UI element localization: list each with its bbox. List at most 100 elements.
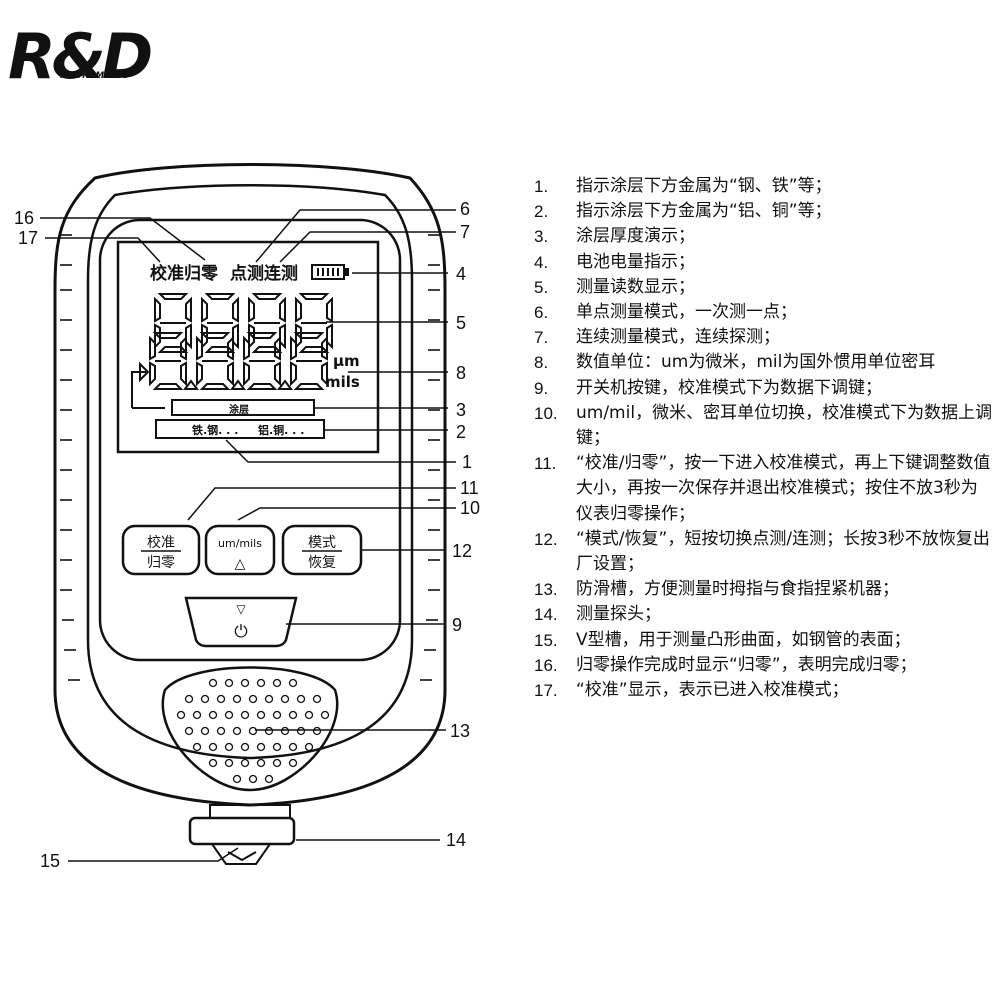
mode-button-top-label: 模式 xyxy=(308,535,336,551)
callout-6: 6 xyxy=(460,199,470,219)
grip-dot xyxy=(208,758,218,768)
legend-number: 15. xyxy=(534,630,558,650)
mode-reset-button[interactable]: 模式 恢复 xyxy=(281,524,363,576)
legend-item: 14.测量探头； xyxy=(534,602,994,627)
up-triangle-icon: △ xyxy=(235,556,246,572)
lcd-arrow-indicator xyxy=(131,361,165,409)
legend-text: 归零操作完成时显示“归零”，表明完成归零； xyxy=(576,654,917,675)
grip-dot xyxy=(272,758,282,768)
legend-text: 测量读数显示； xyxy=(576,276,695,297)
lcd-unit-um: μm xyxy=(333,352,360,370)
battery-indicator xyxy=(311,264,349,280)
leader-lines xyxy=(40,209,456,862)
grip-dot xyxy=(208,742,218,752)
unit-button-label: um/mils xyxy=(218,537,262,550)
seven-segment-digit xyxy=(243,332,281,390)
callout-12: 12 xyxy=(452,541,472,561)
grip-dot xyxy=(240,678,250,688)
legend-item: 8. 数值单位：um为微米，mil为国外惯用单位密耳 xyxy=(534,350,994,375)
grip-dot xyxy=(184,694,194,704)
legend-number: 3. xyxy=(534,227,549,247)
seven-segment-digit xyxy=(149,332,187,390)
grip-dot xyxy=(312,694,322,704)
legend-number: 8. xyxy=(534,353,549,373)
grip-dot xyxy=(224,758,234,768)
grip-dot xyxy=(304,710,314,720)
callout-14: 14 xyxy=(446,830,466,850)
callout-3: 3 xyxy=(456,400,466,420)
logo-mark: R&D xyxy=(8,20,151,93)
cal-button-bottom-label: 归零 xyxy=(147,554,175,571)
legend-list: 1. 指示涂层下方金属为“钢、铁”等； 2. 指示涂层下方金属为“铝、铜”等； 3. 涂层… xyxy=(534,174,994,703)
grip-dot xyxy=(272,710,282,720)
legend-item: 10.um/mil，微米、密耳单位切换，校准模式下为数据上调键； xyxy=(534,401,994,451)
lcd-metal-box xyxy=(155,419,325,439)
legend-text: 涂层厚度演示； xyxy=(576,226,695,247)
grip-dot xyxy=(280,694,290,704)
legend-item: 2. 指示涂层下方金属为“铝、铜”等； xyxy=(534,199,994,224)
grip-dot xyxy=(240,758,250,768)
cal-zero-button[interactable]: 校准 归零 xyxy=(121,524,201,576)
grip-dot xyxy=(216,694,226,704)
grip-dot xyxy=(288,742,298,752)
leader-15 xyxy=(68,847,239,862)
leader-16 xyxy=(40,217,206,261)
grip-dot xyxy=(248,774,258,784)
legend-number: 11. xyxy=(534,454,557,474)
grip-dot xyxy=(232,694,242,704)
grip-dot xyxy=(256,742,266,752)
grip-dot xyxy=(200,726,210,736)
decimal-marker xyxy=(183,379,199,390)
legend-text: 指示涂层下方金属为“铝、铜”等； xyxy=(576,201,832,222)
inner-face xyxy=(86,184,414,760)
grip-dot xyxy=(176,710,186,720)
leader-17 xyxy=(45,237,161,263)
grip-dot xyxy=(208,678,218,688)
grip-dot xyxy=(296,694,306,704)
grip-dot xyxy=(288,678,298,688)
legend-text: 数值单位：um为微米，mil为国外惯用单位密耳 xyxy=(576,352,936,373)
legend-number: 17. xyxy=(534,681,558,701)
grip-dot xyxy=(184,726,194,736)
measuring-probe xyxy=(188,804,296,865)
grip-dot xyxy=(256,758,266,768)
legend-number: 16. xyxy=(534,655,558,675)
logo-subtitle: INSTRUMENTS xyxy=(60,71,129,81)
anti-slip-grip-pad xyxy=(161,666,339,792)
callout-16: 16 xyxy=(14,208,34,228)
legend-text: “模式/恢复”，短按切换点测/连测；长按3秒不放恢复出厂设置； xyxy=(576,528,990,575)
legend-item: 1. 指示涂层下方金属为“钢、铁”等； xyxy=(534,174,994,199)
legend-text: “校准”显示，表示已进入校准模式； xyxy=(576,680,849,701)
legend-number: 2. xyxy=(534,202,549,222)
legend-number: 10. xyxy=(534,403,558,423)
callout-17: 17 xyxy=(18,228,38,248)
callout-9: 9 xyxy=(452,615,462,635)
callout-10: 10 xyxy=(460,498,480,518)
grip-dot xyxy=(256,710,266,720)
legend-item: 9.开关机按键，校准模式下为数据下调键； xyxy=(534,376,994,401)
seven-segment-digit xyxy=(290,332,328,390)
decimal-marker xyxy=(277,379,293,390)
legend-item: 3. 涂层厚度演示； xyxy=(534,224,994,249)
mode-button-bottom-label: 恢复 xyxy=(308,554,336,571)
power-button[interactable]: ▽ ⏻ xyxy=(184,596,298,648)
grip-dot xyxy=(296,726,306,736)
legend-number: 1. xyxy=(534,177,549,196)
callout-4: 4 xyxy=(456,264,466,284)
grip-dot xyxy=(192,710,202,720)
legend-number: 13. xyxy=(534,580,558,600)
gauge-device xyxy=(53,163,447,807)
grip-ridges-right xyxy=(420,234,440,681)
grip-dot xyxy=(288,710,298,720)
grip-dot xyxy=(240,742,250,752)
legend-text: 开关机按键，校准模式下为数据下调键； xyxy=(576,377,882,398)
legend-item: 17. “校准”显示，表示已进入校准模式； xyxy=(534,678,994,703)
unit-toggle-button[interactable]: um/mils △ xyxy=(204,524,276,576)
legend-text: 单点测量模式，一次测一点； xyxy=(576,302,797,323)
grip-dot xyxy=(264,774,274,784)
power-icon: ⏻ xyxy=(234,622,248,642)
lcd-coating-label: 涂层 xyxy=(229,403,249,416)
grip-dot xyxy=(232,774,242,784)
grip-dot xyxy=(224,742,234,752)
legend-text: 指示涂层下方金属为“钢、铁”等； xyxy=(576,176,832,196)
